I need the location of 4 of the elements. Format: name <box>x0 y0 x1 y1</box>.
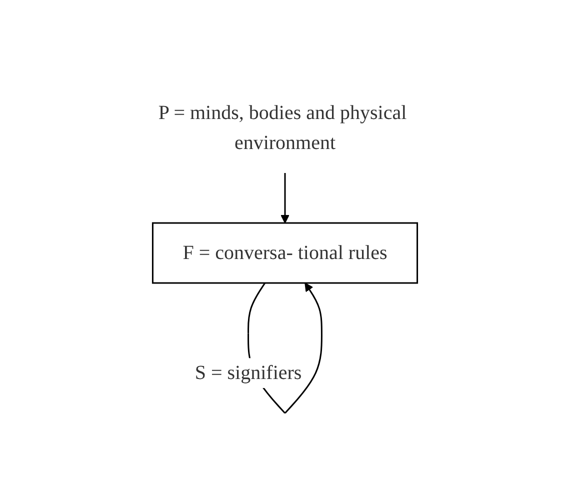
arrow <box>280 173 290 224</box>
node-text: P = minds, bodies and physical environment <box>158 102 407 154</box>
edge-label: S = signifiers <box>194 362 302 384</box>
node-box: F = conversa- tional rules <box>152 222 418 284</box>
